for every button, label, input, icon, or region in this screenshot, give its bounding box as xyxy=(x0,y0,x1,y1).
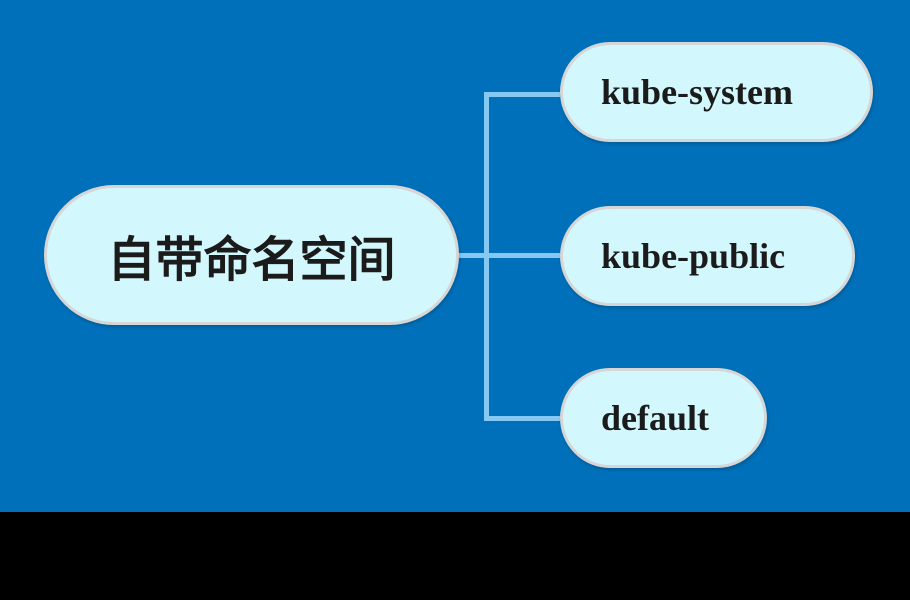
connector-root-to-branch xyxy=(459,253,560,258)
mindmap-node-kube-system[interactable]: kube-system xyxy=(560,42,873,142)
mindmap-node-default[interactable]: default xyxy=(560,368,767,468)
mindmap-node-root[interactable]: 自带命名空间 xyxy=(44,185,459,325)
connector-branch-kube-system xyxy=(484,92,560,97)
mindmap-node-root-label: 自带命名空间 xyxy=(107,234,396,287)
mindmap-node-default-label: default xyxy=(601,398,709,438)
mindmap-node-kube-system-label: kube-system xyxy=(601,72,794,112)
bottom-letterbox-bar xyxy=(0,512,910,600)
connector-branch-default xyxy=(484,416,560,421)
mindmap-node-kube-public-label: kube-public xyxy=(601,236,786,276)
connector-vertical-trunk xyxy=(484,92,489,421)
mindmap-node-kube-public[interactable]: kube-public xyxy=(560,206,855,306)
